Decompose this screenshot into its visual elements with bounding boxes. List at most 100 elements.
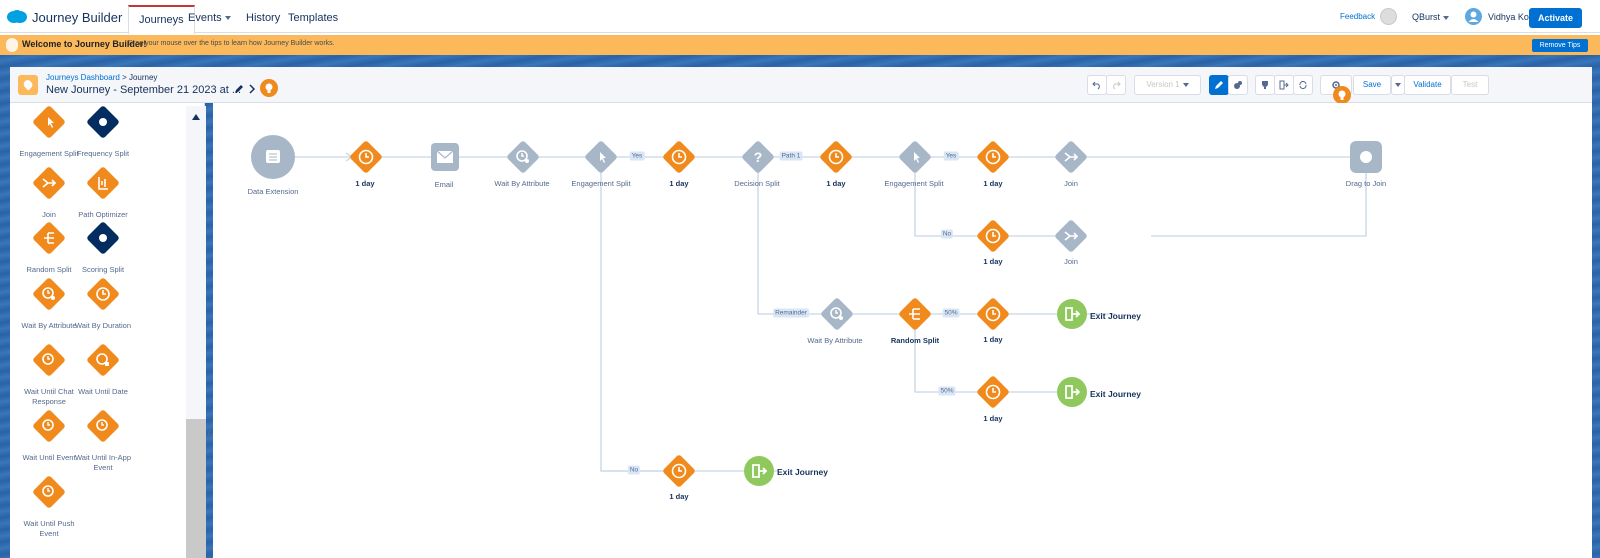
wait-node[interactable]	[975, 296, 1011, 332]
wait-node[interactable]	[348, 139, 384, 175]
data-extension-node[interactable]	[251, 135, 295, 179]
wait-node[interactable]	[661, 453, 697, 489]
brand-name: Journey Builder	[32, 9, 123, 25]
palette-label: Join	[42, 210, 56, 219]
tip-lightbulb-icon[interactable]	[259, 78, 279, 98]
email-node[interactable]	[431, 143, 459, 171]
exit-criteria-button[interactable]	[1274, 75, 1294, 95]
user-avatar[interactable]	[1465, 8, 1482, 25]
org-switcher[interactable]: QBurst	[1412, 12, 1450, 22]
join-label: Join	[1064, 257, 1078, 266]
palette-wait-by-duration[interactable]: Wait By Duration	[73, 276, 133, 331]
palette-path-optimizer[interactable]: Path Optimizer	[73, 165, 133, 220]
remove-tips-button[interactable]: Remove Tips	[1532, 39, 1588, 52]
tab-history[interactable]: History	[246, 12, 281, 24]
exit-journey-node[interactable]	[744, 456, 774, 486]
palette-random-split[interactable]: Random Split	[19, 220, 79, 275]
palette-wait-until-push-event[interactable]: Wait Until Push Event	[19, 474, 79, 539]
palette-frequency-split[interactable]: Frequency Split	[73, 104, 133, 159]
activity-palette: Engagement Split Frequency Split Join Pa…	[10, 103, 205, 558]
breadcrumb: Journeys Dashboard > Journey	[46, 73, 157, 82]
gear-icon	[1332, 81, 1340, 89]
palette-wait-until-in-app-event[interactable]: Wait Until In-App Event	[73, 408, 133, 473]
exit-journey-label: Exit Journey	[777, 467, 829, 477]
chevron-down-icon	[1182, 82, 1189, 87]
tab-templates[interactable]: Templates	[288, 12, 339, 24]
wait-node[interactable]	[818, 139, 854, 175]
palette-wait-until-event[interactable]: Wait Until Event	[19, 408, 79, 463]
join-node[interactable]	[1053, 139, 1089, 175]
palette-scoring-split[interactable]: Scoring Split	[73, 220, 133, 275]
scroll-thumb[interactable]	[186, 419, 206, 558]
tab-journeys[interactable]: Journeys	[128, 5, 195, 34]
chevron-right-icon[interactable]	[248, 84, 256, 94]
engagement-split-icon	[33, 106, 65, 138]
tips-bar: Welcome to Journey Builder! Drag your mo…	[0, 35, 1600, 55]
location-pin-icon	[18, 75, 38, 95]
validate-button[interactable]: Validate	[1404, 75, 1451, 95]
wait-node[interactable]	[975, 218, 1011, 254]
version-select[interactable]: Version 1	[1134, 75, 1201, 95]
exit-journey-node[interactable]	[1057, 377, 1087, 407]
edit-mode-button[interactable]	[1209, 75, 1229, 95]
wait-by-attribute-node[interactable]	[819, 296, 855, 332]
user-icon	[1468, 11, 1479, 22]
wait-duration-label: 1 day	[983, 257, 1003, 266]
decision-split-label: Decision Split	[734, 179, 780, 188]
tips-title: Welcome to Journey Builder!	[22, 39, 147, 49]
activate-button[interactable]: Activate	[1529, 8, 1582, 28]
palette-scrollbar[interactable]	[186, 106, 206, 558]
exit-journey-node[interactable]	[1057, 299, 1087, 329]
wait-node[interactable]	[661, 139, 697, 175]
tips-text: Drag your mouse over the tips to learn h…	[128, 40, 335, 47]
wait-until-date-icon	[87, 344, 119, 376]
join-node[interactable]	[1053, 218, 1089, 254]
pencil-icon[interactable]	[234, 84, 244, 94]
scroll-up-arrow-icon[interactable]	[192, 114, 200, 120]
tip-lightbulb-icon[interactable]	[1332, 85, 1352, 105]
redo-button[interactable]	[1106, 75, 1126, 95]
breadcrumb-journeys-dashboard[interactable]: Journeys Dashboard	[46, 73, 120, 82]
branch-label-yes: Yes	[943, 151, 959, 161]
palette-label: Random Split	[26, 265, 72, 274]
wait-until-in-app-event-icon	[87, 410, 119, 442]
breadcrumb-current: Journey	[128, 73, 158, 82]
palette-wait-until-date[interactable]: Wait Until Date	[73, 342, 133, 397]
collapse-palette-icon[interactable]	[207, 429, 212, 437]
wait-duration-label: 1 day	[669, 492, 689, 501]
engagement-split-node[interactable]	[583, 139, 619, 175]
palette-wait-by-attribute[interactable]: Wait By Attribute	[19, 276, 79, 331]
wait-by-attribute-label: Wait By Attribute	[494, 179, 550, 188]
feedback-link[interactable]: Feedback	[1340, 12, 1376, 21]
drag-to-join-node[interactable]	[1350, 141, 1382, 173]
journey-title[interactable]: New Journey - September 21 2023 at ...	[46, 84, 242, 96]
wait-node[interactable]	[975, 374, 1011, 410]
avatar[interactable]	[1380, 8, 1397, 25]
palette-engagement-split[interactable]: Engagement Split	[19, 104, 79, 159]
top-nav: Journey Builder Journeys Events History …	[0, 0, 1600, 34]
wait-by-attribute-label: Wait By Attribute	[807, 336, 863, 345]
goal-button[interactable]	[1255, 75, 1275, 95]
save-button[interactable]: Save	[1353, 75, 1391, 95]
test-button[interactable]: Test	[1451, 75, 1489, 95]
decision-split-node[interactable]: ?	[740, 139, 776, 175]
canvas-mode-button[interactable]	[1228, 75, 1248, 95]
brand[interactable]: Journey Builder	[6, 7, 122, 27]
save-menu-button[interactable]	[1391, 75, 1405, 95]
palette-label: Wait Until In-App Event	[75, 453, 131, 472]
random-split-node[interactable]	[897, 296, 933, 332]
data-extension-label: Data Extension	[247, 187, 299, 196]
engagement-split-label: Engagement Split	[571, 179, 631, 188]
palette-label: Wait Until Event	[22, 453, 76, 462]
wait-node[interactable]	[975, 139, 1011, 175]
palette-wait-until-chat-response[interactable]: Wait Until Chat Response	[19, 342, 79, 407]
palette-join[interactable]: Join	[19, 165, 79, 220]
engagement-split-node[interactable]	[897, 139, 933, 175]
branch-label-yes: Yes	[629, 151, 645, 161]
undo-button[interactable]	[1087, 75, 1107, 95]
tab-events[interactable]: Events	[178, 5, 241, 33]
wait-duration-label: 1 day	[669, 179, 689, 188]
wait-by-attribute-node[interactable]	[505, 139, 541, 175]
entry-settings-button[interactable]	[1293, 75, 1313, 95]
